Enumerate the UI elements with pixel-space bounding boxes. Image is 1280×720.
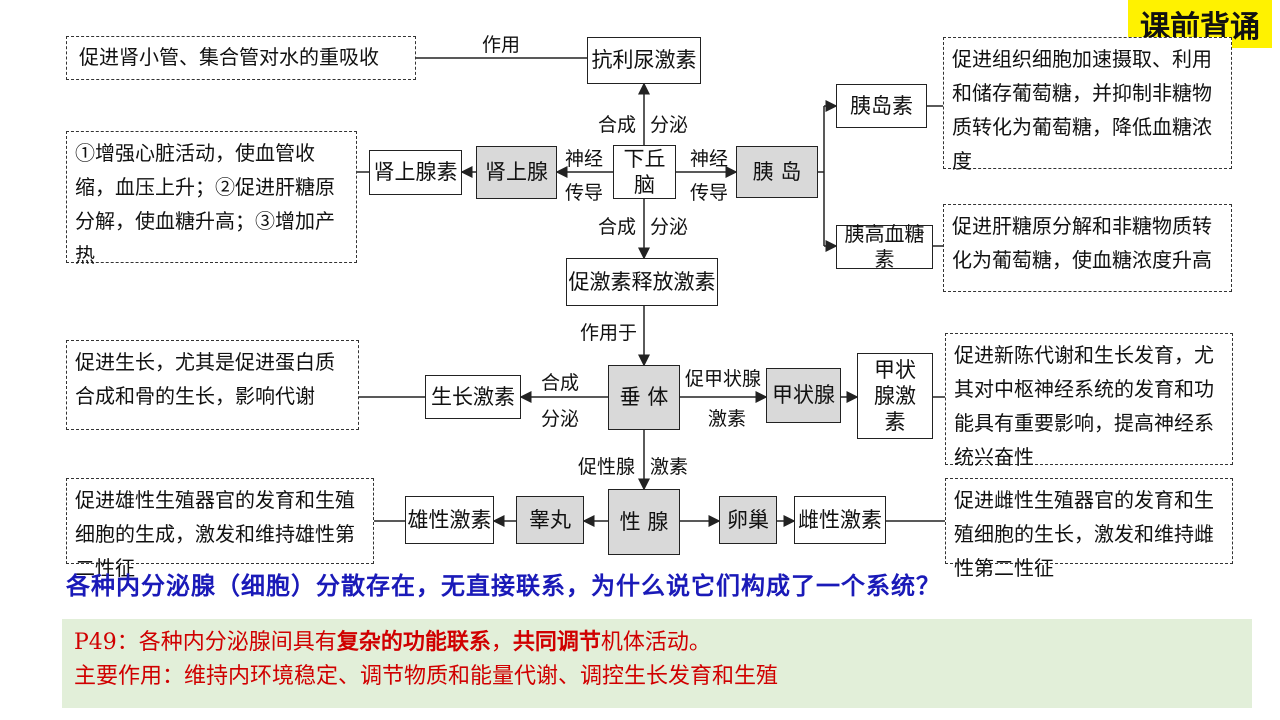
glucagon-note: 促进肝糖原分解和非糖物质转化为葡萄糖，使血糖浓度升高 [943, 204, 1232, 292]
nerve-right-label-b: 传导 [690, 182, 729, 204]
trh-box: 促激素释放激素 [566, 258, 718, 306]
islet-box: 胰 岛 [736, 146, 818, 198]
gnrh-label-a: 促性腺 [578, 456, 636, 478]
adh-note: 促进肾小管、集合管对水的重吸收 [66, 36, 416, 80]
answer-bold-2: 共同调节 [512, 629, 601, 655]
thyroid-box: 甲状腺 [766, 368, 841, 423]
answer-mid: ， [490, 630, 513, 655]
glucagon-box: 胰高血糖素 [836, 222, 933, 271]
adh-effect-label: 作用 [482, 34, 521, 56]
answer-prefix: P49：各种内分泌腺间具有 [74, 630, 337, 655]
gnrh-label-b: 激素 [650, 456, 689, 478]
synth-top-label-b: 分泌 [650, 114, 689, 136]
answer-bold-1: 复杂的功能联系 [336, 629, 491, 655]
androgen-note: 促进雄性生殖器官的发育和生殖细胞的生成，激发和维持雄性第二性征 [66, 478, 374, 580]
gh-note: 促进生长，尤其是促进蛋白质合成和骨的生长，影响代谢 [66, 340, 359, 430]
synth-bottom-label-a: 合成 [598, 216, 637, 238]
testis-box: 睾丸 [516, 496, 584, 544]
pituitary-box: 垂 体 [608, 365, 680, 430]
insulin-box: 胰岛素 [836, 84, 927, 128]
gonad-box: 性 腺 [608, 489, 680, 555]
nerve-left-label-a: 神经 [565, 148, 604, 170]
tsh-label-a: 促甲状腺 [685, 368, 762, 390]
nerve-right-label-a: 神经 [690, 148, 729, 170]
gh-synth-label-b: 分泌 [541, 408, 580, 430]
thyroxine-note: 促进新陈代谢和生长发育，尤其对中枢神经系统的发育和功能具有重要影响，提高神经系统… [945, 333, 1233, 469]
gh-synth-label-a: 合成 [541, 372, 580, 394]
insulin-note: 促进组织细胞加速摄取、利用和储存葡萄糖，并抑制非糖物质转化为葡萄糖，降低血糖浓度 [943, 37, 1232, 173]
answer-suffix: 机体活动。 [600, 630, 711, 655]
adrenaline-note: ①增强心脏活动，使血管收缩，血压上升；②促进肝糖原分解，使血糖升高；③增加产热 [66, 131, 357, 267]
thyroxine-box: 甲状腺激素 [857, 353, 933, 439]
acts-on-label: 作用于 [580, 322, 638, 344]
question-text: 各种内分泌腺（细胞）分散存在，无直接联系，为什么说它们构成了一个系统？ [66, 571, 941, 600]
synth-bottom-label-b: 分泌 [650, 216, 689, 238]
adrenal-gland-box: 肾上腺 [476, 146, 557, 199]
tsh-label-b: 激素 [708, 408, 747, 430]
adh-box: 抗利尿激素 [587, 37, 701, 84]
nerve-left-label-b: 传导 [565, 182, 604, 204]
ovary-box: 卵巢 [719, 496, 777, 544]
synth-top-label-a: 合成 [598, 114, 637, 136]
answer-line-1: P49：各种内分泌腺间具有复杂的功能联系，共同调节机体活动。 [74, 625, 1240, 660]
estrogen-box: 雌性激素 [794, 496, 886, 544]
answer-box: P49：各种内分泌腺间具有复杂的功能联系，共同调节机体活动。 主要作用：维持内环… [62, 619, 1252, 708]
gh-box: 生长激素 [425, 375, 521, 419]
hypothalamus-box: 下丘脑 [613, 145, 676, 199]
answer-line-2: 主要作用：维持内环境稳定、调节物质和能量代谢、调控生长发育和生殖 [74, 664, 779, 690]
adrenaline-box: 肾上腺素 [369, 150, 462, 195]
androgen-box: 雄性激素 [405, 496, 494, 544]
estrogen-note: 促进雌性生殖器官的发育和生殖细胞的生长，激发和维持雌性第二性征 [945, 478, 1233, 580]
